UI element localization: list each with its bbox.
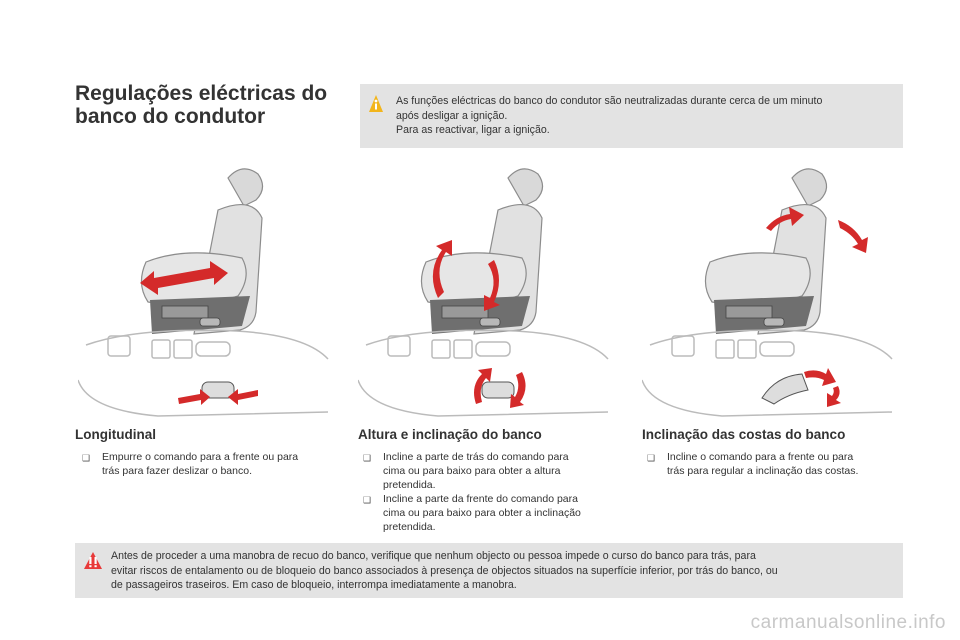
bullet-line: Incline o comando para a frente ou para <box>667 451 854 463</box>
bullet-item: ❑ Empurre o comando para a frente ou par… <box>82 450 337 478</box>
bullet-line: trás para fazer deslizar o banco. <box>102 465 252 477</box>
section-title-height-tilt: Altura e inclinação do banco <box>358 427 542 442</box>
page-title-line2: banco do condutor <box>75 105 266 128</box>
seat-image <box>420 168 544 335</box>
bullet-item: ❑ Incline a parte de trás do comando par… <box>363 450 628 492</box>
seat-height-tilt-illustration <box>358 168 609 417</box>
bullet-line: Empurre o comando para a frente ou para <box>102 451 299 463</box>
section-title-longitudinal: Longitudinal <box>75 427 156 442</box>
height-tilt-arrows <box>432 240 500 311</box>
bullet-item: ❑ Incline o comando para a frente ou par… <box>647 450 907 478</box>
info-line: Para as reactivar, ligar a ignição. <box>396 124 550 136</box>
bullet-line: pretendida. <box>383 479 436 491</box>
bullet-line: Incline a parte de trás do comando para <box>383 451 569 463</box>
fore-aft-arrow <box>140 261 228 295</box>
seat-switch-arrows <box>178 381 258 405</box>
seat-switch-arrows <box>474 368 526 408</box>
bullet-line: cima ou para baixo para obter a inclinaç… <box>383 507 581 519</box>
bullet-marker: ❑ <box>82 453 91 463</box>
seat-backrest-illustration <box>642 168 893 417</box>
seat-image <box>704 168 828 335</box>
section-longitudinal-bullets: ❑ Empurre o comando para a frente ou par… <box>82 450 337 478</box>
seat-switch-arrows <box>761 368 841 407</box>
bullet-line: trás para regular a inclinação das costa… <box>667 465 859 477</box>
bullet-marker: ❑ <box>647 453 656 463</box>
info-line: As funções eléctricas do banco do condut… <box>396 95 823 107</box>
control-panel-sketch <box>78 329 329 417</box>
section-height-tilt-bullets: ❑ Incline a parte de trás do comando par… <box>363 450 628 534</box>
section-title-backrest: Inclinação das costas do banco <box>642 427 846 442</box>
info-text: As funções eléctricas do banco do condut… <box>396 94 896 138</box>
bullet-item: ❑ Incline a parte da frente do comando p… <box>363 492 628 534</box>
bullet-marker: ❑ <box>363 495 372 505</box>
info-box: As funções eléctricas do banco do condut… <box>360 84 903 148</box>
info-icon <box>369 95 383 112</box>
seat-image <box>140 168 264 335</box>
warning-line: Antes de proceder a uma manobra de recuo… <box>111 550 756 562</box>
warning-icon <box>84 552 102 569</box>
page-title: Regulações eléctricas do banco do condut… <box>75 82 335 128</box>
warning-text: Antes de proceder a uma manobra de recuo… <box>111 549 891 593</box>
bullet-marker: ❑ <box>363 453 372 463</box>
warning-box: Antes de proceder a uma manobra de recuo… <box>75 543 903 598</box>
bullet-line: Incline a parte da frente do comando par… <box>383 493 578 505</box>
seat-longitudinal-illustration <box>78 168 329 417</box>
backrest-arrows <box>766 207 868 253</box>
section-backrest-bullets: ❑ Incline o comando para a frente ou par… <box>647 450 907 478</box>
bullet-line: cima ou para baixo para obter a altura <box>383 465 561 477</box>
warning-line: evitar riscos de entalamento ou de bloqu… <box>111 564 778 577</box>
watermark: carmanualsonline.info <box>750 612 946 633</box>
control-panel-sketch <box>358 329 609 417</box>
warning-line: de passageiros traseiros. Em caso de blo… <box>111 579 517 591</box>
control-panel-sketch <box>642 329 893 417</box>
info-line: após desligar a ignição. <box>396 109 508 122</box>
page-title-line1: Regulações eléctricas do <box>75 82 328 105</box>
bullet-line: pretendida. <box>383 521 436 533</box>
